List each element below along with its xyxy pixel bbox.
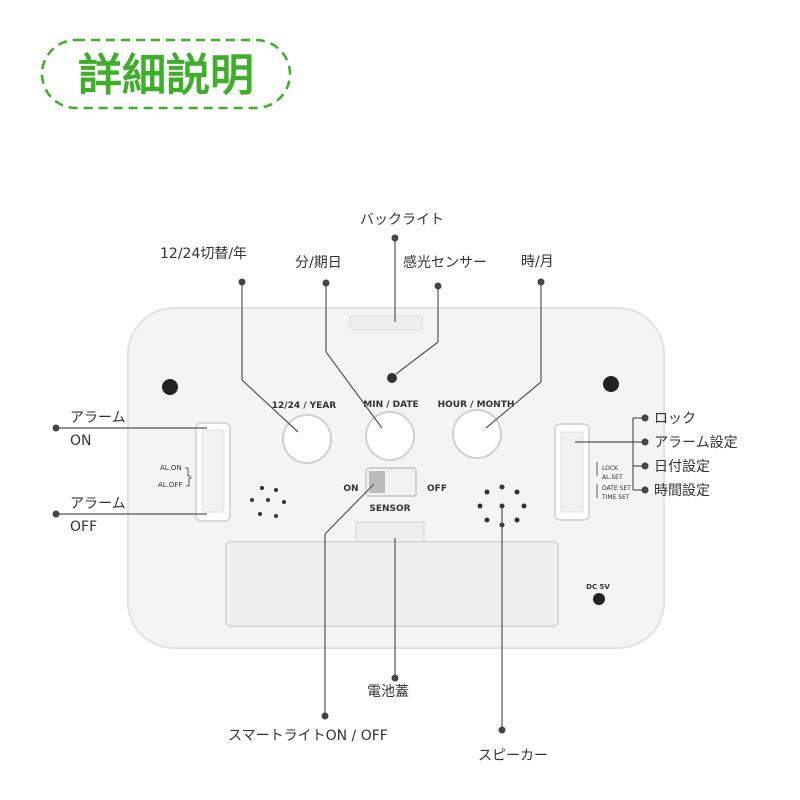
right-speaker-grill (477, 484, 527, 528)
mount-hole-right (603, 376, 619, 392)
callout-alarm-off-2: OFF (70, 519, 97, 535)
callout-battery-cover: 電池蓋 (367, 684, 409, 700)
callout-format-year: 12/24切替/年 (160, 246, 247, 262)
callout-lock: ロック (654, 411, 696, 427)
sensor-on-label: ON (343, 484, 358, 494)
btn-date-label: MIN / DATE (363, 400, 418, 410)
callout-speaker: スピーカー (478, 748, 548, 764)
callout-alarm-on-1: アラーム (70, 410, 126, 426)
battery-cover (225, 541, 559, 627)
btn-month-label: HOUR / MONTH (438, 400, 515, 410)
leader-dots (52, 234, 649, 734)
callout-alarm-setting: アラーム設定 (654, 435, 738, 451)
title-badge: 詳細説明 (40, 38, 292, 110)
mount-hole-left (162, 379, 178, 395)
callout-backlight: バックライト (360, 212, 444, 228)
btn-year-label: 12/24 / YEAR (272, 401, 337, 411)
al-off-label: AL.OFF (158, 481, 182, 489)
sensor-off-label: OFF (427, 484, 447, 494)
dc-label: DC 5V (586, 583, 610, 591)
date-button[interactable] (365, 411, 415, 461)
callout-alarm-off-1: アラーム (70, 496, 126, 512)
month-button[interactable] (452, 409, 502, 459)
al-on-label: AL.ON (160, 464, 182, 472)
callout-time-setting: 時間設定 (654, 483, 710, 499)
al-set-label: AL.SET (602, 474, 623, 481)
leader-lines (56, 238, 643, 730)
callout-hour-month: 時/月 (521, 254, 554, 270)
callout-light-sensor: 感光センサー (403, 254, 487, 271)
lock-label: LOCK (602, 465, 619, 472)
clock-body: 12/24 / YEAR MIN / DATE HOUR / MONTH AL.… (127, 307, 665, 649)
date-set-label: DATE SET (602, 485, 631, 492)
callout-alarm-on-2: ON (70, 433, 92, 449)
callout-labels: バックライト 12/24切替/年 分/期日 感光センサー 時/月 アラーム ON… (70, 212, 738, 764)
callout-min-date: 分/期日 (295, 255, 342, 271)
light-sensor (387, 373, 397, 383)
callout-date-setting: 日付設定 (654, 459, 710, 475)
left-speaker-grill (250, 486, 286, 518)
time-set-label: TIME SET (601, 494, 630, 501)
page-title: 詳細説明 (78, 50, 254, 101)
dc-jack (593, 593, 605, 605)
year-button[interactable] (282, 414, 332, 464)
sensor-label: SENSOR (369, 504, 410, 514)
callout-smart-light: スマートライトON / OFF (228, 728, 388, 744)
